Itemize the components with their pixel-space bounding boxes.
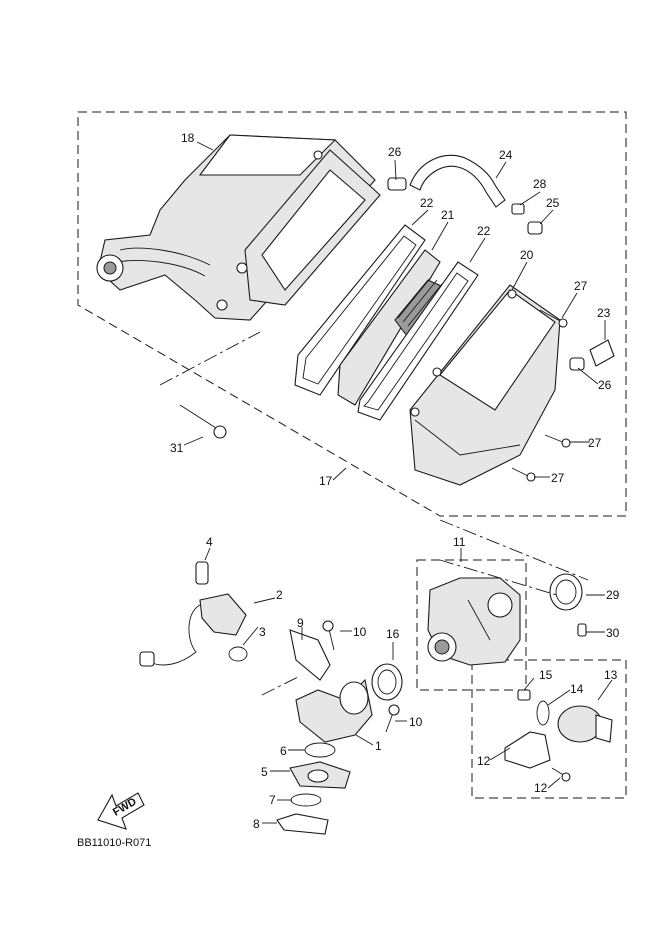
callout-27b: 27: [588, 436, 602, 450]
o-ring-7: [290, 793, 322, 807]
callout-16: 15: [539, 668, 553, 682]
filter-gasket-rear: [357, 261, 479, 421]
clamp-band-17: [371, 663, 403, 701]
throttle-body-illustration: [427, 577, 521, 666]
bolt-31: [179, 404, 227, 439]
screw-27b: [544, 434, 571, 448]
callout-8: 8: [253, 817, 260, 831]
callout-14: 13: [604, 668, 618, 682]
callout-3: 3: [259, 625, 266, 639]
callout-22a: 22: [420, 196, 434, 210]
callout-15: 14: [570, 682, 584, 696]
hose-clamp-26: [387, 177, 407, 191]
air-cleaner-case-illustration: [96, 134, 381, 321]
callout-21: 21: [441, 208, 455, 222]
callout-6: 6: [280, 744, 287, 758]
pin-30: [577, 623, 587, 637]
o-ring-15: [536, 700, 550, 726]
callout-7: 7: [269, 793, 276, 807]
callout-4: 4: [206, 535, 213, 549]
callout-23: 23: [597, 306, 611, 320]
relation-line-31: [159, 331, 261, 386]
fwd-arrow-icon: FWD: [97, 792, 145, 830]
callout-5: 5: [261, 765, 268, 779]
sensor-14-illustration: [557, 705, 613, 743]
callout-26b: 26: [598, 378, 612, 392]
callout-18: 17: [319, 474, 333, 488]
intake-manifold-illustration: [289, 629, 373, 743]
callout-30: 30: [606, 626, 620, 640]
ring-29: [549, 573, 583, 611]
callout-2: 2: [276, 588, 283, 602]
bolt-10b: [385, 704, 400, 733]
insulator-5: [289, 761, 351, 789]
bracket-13: [504, 731, 551, 769]
drain-tube-23: [589, 339, 615, 367]
callout-20: 20: [520, 248, 534, 262]
callout-28: 28: [533, 177, 547, 191]
clamp-26b: [569, 357, 585, 371]
bolt-10a: [322, 620, 335, 651]
screw-16: [517, 689, 531, 701]
callout-25: 25: [546, 196, 560, 210]
callout-1: 1: [375, 739, 382, 753]
diagram-code: BB11010-R071: [77, 837, 151, 849]
callout-26a: 26: [388, 145, 402, 159]
callout-10b: 10: [409, 715, 423, 729]
air-cleaner-group-boundary: [77, 111, 627, 517]
callout-12: 12: [534, 781, 548, 795]
screw-27c: [511, 467, 536, 482]
relation-line-manifold: [261, 559, 561, 696]
callout-9: 9: [297, 616, 304, 630]
screw-27a: [539, 309, 568, 328]
callout-31: 31: [170, 441, 184, 455]
callout-17: 16: [386, 627, 400, 641]
o-ring-3: [228, 646, 248, 662]
air-cleaner-cap-illustration: [409, 284, 561, 486]
callout-22b: 22: [477, 224, 491, 238]
callout-11: 11: [453, 535, 466, 549]
drain-plug-25: [527, 221, 543, 235]
callout-10a: 10: [353, 625, 367, 639]
relation-line-cleaner: [439, 519, 589, 581]
injector-illustration: [139, 561, 247, 667]
clip-28: [511, 203, 525, 215]
o-ring-6: [304, 742, 336, 758]
gasket-8: [276, 813, 329, 835]
callout-19: 18: [181, 131, 195, 145]
screw-12: [551, 767, 571, 782]
callout-27a: 27: [574, 279, 588, 293]
callout-24: 24: [499, 148, 513, 162]
callout-13: 12: [477, 754, 491, 768]
breather-hose: [409, 154, 506, 208]
callout-29: 29: [606, 588, 620, 602]
leader-lines: [183, 141, 613, 824]
filter-gasket-front: [294, 224, 426, 396]
callout-27c: 27: [551, 471, 565, 485]
sensor-group-boundary: [471, 659, 627, 799]
